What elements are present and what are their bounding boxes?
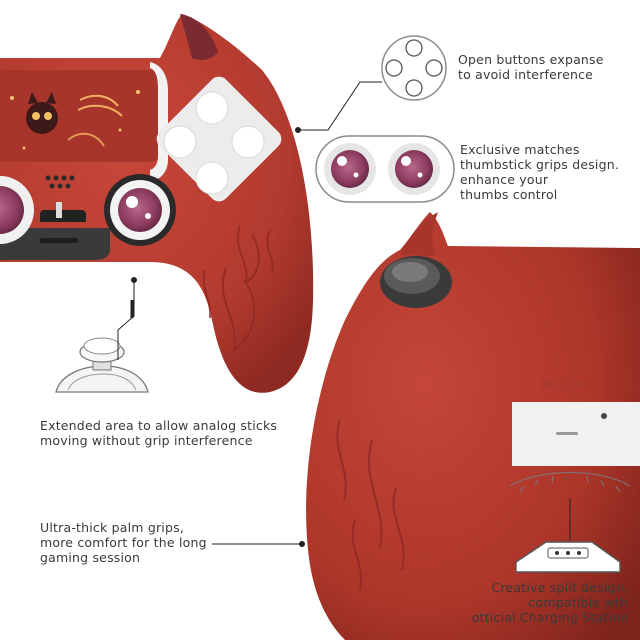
controller-top-view xyxy=(0,14,314,393)
cat-illustration xyxy=(10,90,140,150)
charging-station-icon xyxy=(515,541,621,573)
right-thumbstick xyxy=(104,174,176,246)
controller-back-view: PlayVital xyxy=(306,212,640,640)
leader-lines xyxy=(117,81,571,547)
split-detail-arc: ⚡ xyxy=(509,472,631,493)
brand-mark: PlayVital xyxy=(542,379,588,391)
svg-text:⚡: ⚡ xyxy=(563,475,569,485)
caption-extended-area: Extended area to allow analog sticks mov… xyxy=(40,418,278,448)
back-thumbstick xyxy=(380,256,452,308)
caption-palm-grips: Ultra-thick palm grips, more comfort for… xyxy=(40,520,207,565)
caption-split-design: Creative split design, compatible wth ot… xyxy=(471,580,628,625)
button-cluster-icon xyxy=(381,35,447,101)
action-button-cluster xyxy=(156,76,282,202)
analog-stick-icon xyxy=(55,337,149,393)
speaker-grill xyxy=(45,175,75,189)
thumbstick-grips-icon xyxy=(315,135,455,203)
caption-open-buttons: Open buttons expanse to avoid interferen… xyxy=(458,52,604,82)
left-thumbstick xyxy=(0,176,34,244)
flame-emboss xyxy=(202,224,274,353)
touchpad-art xyxy=(0,70,162,162)
caption-thumbstick-grips: Exclusive matches thumbstick grips desig… xyxy=(460,142,620,202)
